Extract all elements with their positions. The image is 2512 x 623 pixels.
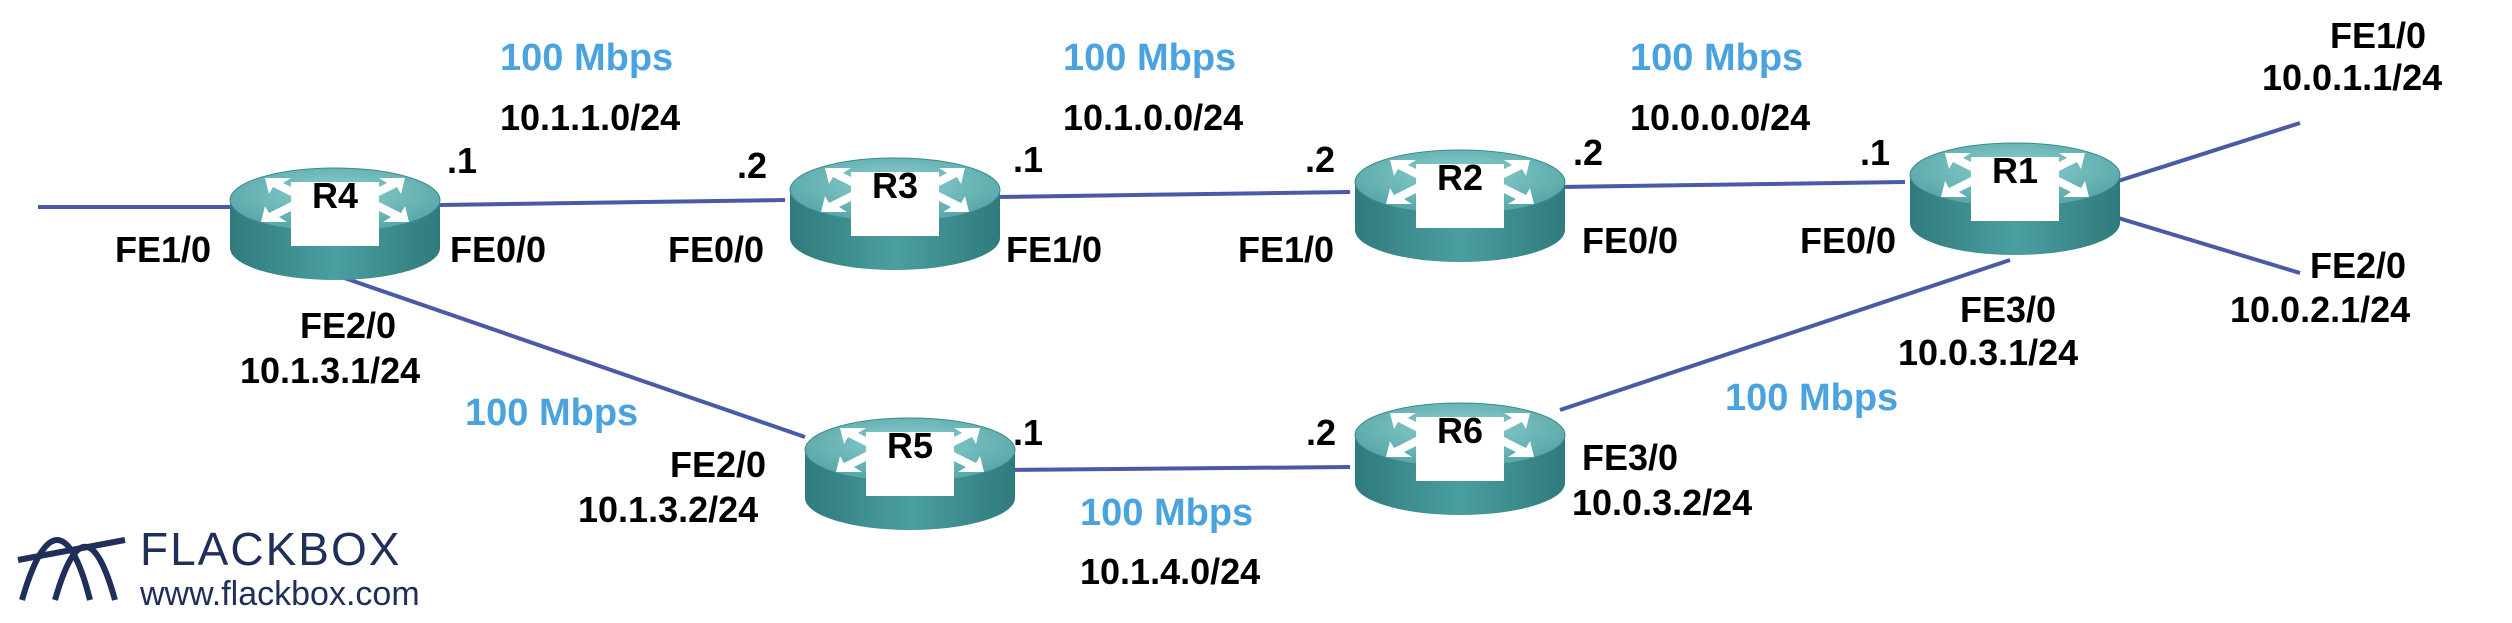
if-r4-fe1-0: FE1/0: [115, 229, 211, 270]
router-r2[interactable]: R2: [1354, 149, 1566, 263]
link-r4-r5: [329, 271, 806, 439]
link-r4-r3: [439, 198, 786, 207]
subnet-r5-r6: 10.1.4.0/24: [1080, 551, 1260, 592]
router-r2-label: R2: [1437, 157, 1483, 198]
if-r6-fe3-0: FE3/0: [1582, 437, 1678, 478]
speed-r2-r1: 100 Mbps: [1630, 37, 1803, 79]
subnet-r2-r1: 10.0.0.0/24: [1630, 97, 1810, 138]
speed-r4-r5: 100 Mbps: [465, 392, 638, 434]
speed-r3-r2: 100 Mbps: [1063, 37, 1236, 79]
addr-r1-fe3-0: 10.0.3.1/24: [1898, 332, 2078, 373]
addr-r1-fe1-0: 10.0.1.1/24: [2262, 57, 2442, 98]
link-r6-r1: [1559, 258, 2011, 412]
if-r1-fe3-0: FE3/0: [1960, 289, 2056, 330]
bridge-logo-icon: [17, 537, 126, 601]
router-r5-label: R5: [887, 425, 933, 466]
if-r1-fe2-0: FE2/0: [2310, 245, 2406, 286]
if-r1-fe1-0: FE1/0: [2330, 15, 2426, 56]
link-r3-r2: [994, 190, 1351, 199]
if-r4-fe2-0: FE2/0: [300, 305, 396, 346]
router-r3[interactable]: R3: [789, 157, 1001, 271]
addr-r1-fe2-0: 10.0.2.1/24: [2230, 289, 2410, 330]
logo-url: www.flackbox.com: [139, 575, 420, 613]
flackbox-logo: FLACKBOX www.flackbox.com: [17, 523, 420, 613]
link-r2-r1: [1559, 180, 1906, 189]
subnet-r3-r2: 10.1.0.0/24: [1063, 97, 1243, 138]
router-r1[interactable]: R1: [1909, 142, 2121, 256]
speed-r5-r6: 100 Mbps: [1080, 492, 1253, 534]
host-r5: .1: [1013, 412, 1043, 453]
router-r1-label: R1: [1992, 150, 2038, 191]
router-r4[interactable]: R4: [229, 167, 441, 281]
host-r6: .2: [1306, 412, 1336, 453]
addr-r4-fe2-0: 10.1.3.1/24: [240, 350, 420, 391]
host-r3-fe0-0: .2: [737, 145, 767, 186]
if-r3-fe1-0: FE1/0: [1006, 229, 1102, 270]
if-r1-fe0-0: FE0/0: [1800, 220, 1896, 261]
if-r3-fe0-0: FE0/0: [668, 229, 764, 270]
if-r5-fe2-0: FE2/0: [670, 444, 766, 485]
subnet-r4-r3: 10.1.1.0/24: [500, 97, 680, 138]
host-r2-fe0-0: .2: [1573, 132, 1603, 173]
router-r6[interactable]: R6: [1354, 402, 1566, 516]
if-r2-fe1-0: FE1/0: [1238, 229, 1334, 270]
link-r5-r6: [1004, 465, 1351, 472]
router-r3-label: R3: [872, 165, 918, 206]
host-r3-fe1-0: .1: [1013, 139, 1043, 180]
links: [38, 121, 2301, 472]
link-r1-external-fe1-0: [2114, 121, 2301, 184]
router-r4-label: R4: [312, 175, 358, 216]
speed-r6-r1: 100 Mbps: [1725, 377, 1898, 419]
if-r4-fe0-0: FE0/0: [450, 229, 546, 270]
host-r4-fe0-0: .1: [447, 140, 477, 181]
host-r2-fe1-0: .2: [1305, 139, 1335, 180]
speed-r4-r3: 100 Mbps: [500, 37, 673, 79]
host-r1-fe0-0: .1: [1860, 132, 1890, 173]
router-r6-label: R6: [1437, 410, 1483, 451]
link-r1-external-fe2-0: [2114, 215, 2301, 275]
addr-r6-fe3-0: 10.0.3.2/24: [1572, 482, 1752, 523]
if-r2-fe0-0: FE0/0: [1582, 220, 1678, 261]
router-r5[interactable]: R5: [804, 417, 1016, 531]
logo-word: FLACKBOX: [140, 523, 401, 575]
addr-r5-fe2-0: 10.1.3.2/24: [578, 489, 758, 530]
